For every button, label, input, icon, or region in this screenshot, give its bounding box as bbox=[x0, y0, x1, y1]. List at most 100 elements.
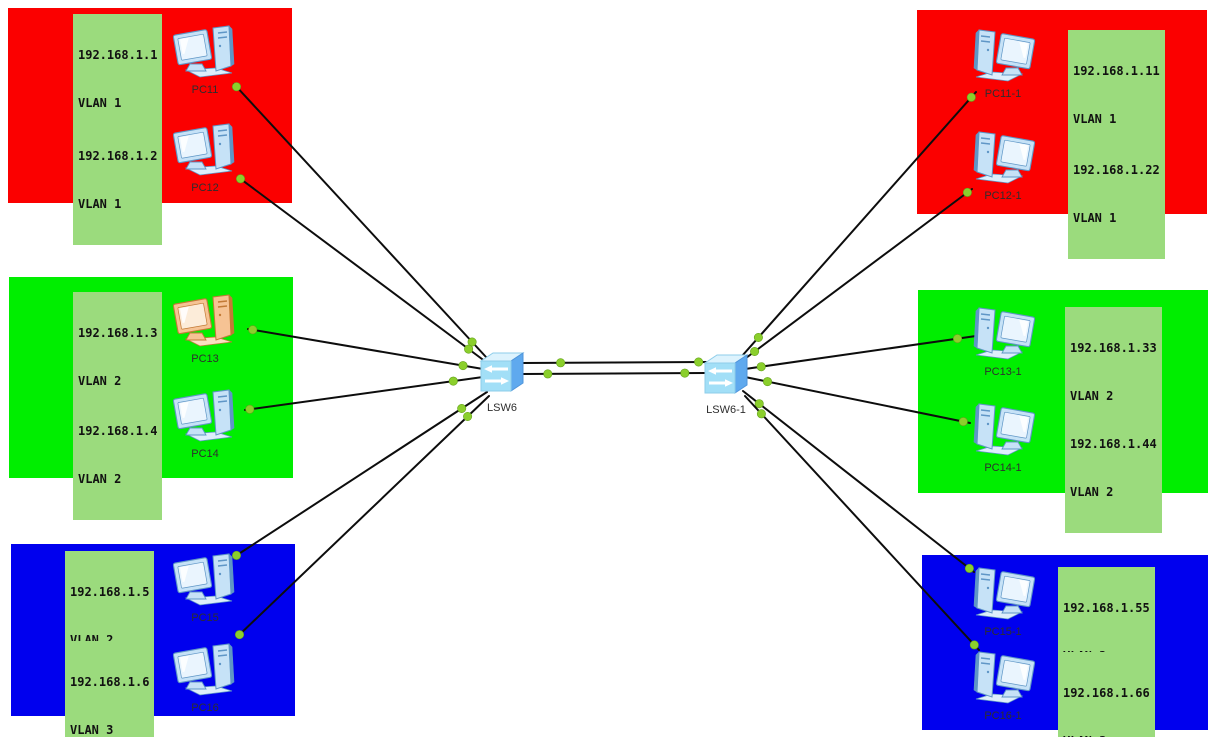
ip-address-text: 192.168.1.66 bbox=[1063, 686, 1150, 700]
port-status-dot bbox=[756, 362, 766, 372]
port-status-dot bbox=[969, 640, 979, 650]
pc-name-label: PC15-1 bbox=[984, 626, 1022, 638]
port-status-dot bbox=[680, 368, 690, 378]
port-status-dot bbox=[753, 332, 763, 342]
pc-icon bbox=[172, 389, 235, 442]
link-PC16-LSW6[interactable] bbox=[236, 395, 490, 638]
port-status-dot bbox=[458, 361, 468, 371]
port-status-dot bbox=[448, 376, 458, 386]
pc-icon bbox=[973, 29, 1036, 82]
port-status-dot bbox=[464, 344, 474, 354]
port-status-dot bbox=[958, 417, 968, 427]
link-PC11-LSW6[interactable] bbox=[233, 83, 487, 358]
pc-node-pc14-1[interactable]: PC14-1 bbox=[970, 402, 1036, 474]
vlan-text: VLAN 3 bbox=[70, 723, 114, 737]
port-status-dot bbox=[556, 358, 566, 368]
vlan-text: VLAN 2 bbox=[78, 472, 122, 486]
vlan-text: VLAN 2 bbox=[1070, 389, 1114, 403]
pc-node-pc16-1[interactable]: PC16-1 bbox=[970, 650, 1036, 722]
pc-icon bbox=[973, 403, 1036, 456]
ip-vlan-label-pc14[interactable]: 192.168.1.4 VLAN 2 bbox=[73, 390, 163, 520]
link-PC15-LSW6[interactable] bbox=[233, 391, 488, 558]
ip-vlan-label-pc16[interactable]: 192.168.1.6 VLAN 3 bbox=[65, 641, 155, 737]
port-status-dot bbox=[952, 334, 962, 344]
pc-icon bbox=[973, 307, 1036, 360]
pc-node-pc15-1[interactable]: PC15-1 bbox=[970, 566, 1036, 638]
link-PC13-1-LSW6-1[interactable] bbox=[744, 335, 977, 370]
pc-name-label: PC15 bbox=[191, 612, 219, 624]
pc-node-pc12-1[interactable]: PC12-1 bbox=[970, 130, 1036, 202]
pc-name-label: PC11-1 bbox=[984, 88, 1022, 100]
port-status-dot bbox=[245, 404, 255, 414]
pc-icon bbox=[172, 25, 235, 78]
ip-vlan-label-pc14-1[interactable]: 192.168.1.44 VLAN 2 bbox=[1065, 403, 1162, 533]
ip-address-text: 192.168.1.4 bbox=[78, 424, 158, 438]
vlan-text: VLAN 3 bbox=[1063, 733, 1150, 737]
ip-vlan-label-pc12[interactable]: 192.168.1.2 VLAN 1 bbox=[73, 115, 163, 245]
pc-node-pc12[interactable]: PC12 bbox=[172, 122, 238, 194]
vlan-text: VLAN 1 bbox=[1073, 112, 1117, 126]
vlan-text: VLAN 1 bbox=[78, 197, 122, 211]
ip-address-text: 192.168.1.33 bbox=[1070, 341, 1157, 355]
link-PC15-1-LSW6-1[interactable] bbox=[742, 390, 975, 573]
pc-icon bbox=[172, 294, 235, 347]
pc-icon bbox=[172, 643, 235, 696]
link-PC13-LSW6[interactable] bbox=[247, 328, 484, 370]
link-LSW6-LSW6-1[interactable] bbox=[521, 361, 707, 364]
switch-node-lsw6-1[interactable]: LSW6-1 bbox=[698, 352, 754, 416]
ip-vlan-label-pc12-1[interactable]: 192.168.1.22 VLAN 1 bbox=[1068, 129, 1165, 259]
ip-address-text: 192.168.1.11 bbox=[1073, 64, 1160, 78]
pc-node-pc13[interactable]: PC13 bbox=[172, 293, 238, 365]
vlan-text: VLAN 1 bbox=[1073, 211, 1117, 225]
port-status-dot bbox=[248, 325, 258, 335]
port-status-dot bbox=[235, 630, 245, 640]
switch-name-label: LSW6 bbox=[487, 402, 517, 414]
pc-node-pc14[interactable]: PC14 bbox=[172, 388, 238, 460]
pc-node-pc16[interactable]: PC16 bbox=[172, 642, 238, 714]
switch-icon bbox=[703, 354, 749, 394]
vlan-text: VLAN 2 bbox=[1070, 485, 1114, 499]
pc-icon bbox=[973, 651, 1036, 704]
link-LSW6-LSW6-1[interactable] bbox=[521, 372, 707, 375]
ip-address-text: 192.168.1.5 bbox=[70, 585, 150, 599]
link-PC11-1-LSW6-1[interactable] bbox=[741, 91, 977, 357]
port-status-dot bbox=[694, 357, 704, 367]
ip-address-text: 192.168.1.55 bbox=[1063, 601, 1150, 615]
pc-name-label: PC16 bbox=[191, 702, 219, 714]
pc-name-label: PC16-1 bbox=[984, 710, 1022, 722]
pc-name-label: PC13-1 bbox=[984, 366, 1022, 378]
vlan-text: VLAN 2 bbox=[78, 374, 122, 388]
ip-vlan-label-pc16-1[interactable]: 192.168.1.66 VLAN 3 bbox=[1058, 652, 1155, 737]
port-status-dot bbox=[756, 409, 766, 419]
pc-name-label: PC14-1 bbox=[984, 462, 1022, 474]
link-PC16-1-LSW6-1[interactable] bbox=[744, 395, 980, 651]
ip-address-text: 192.168.1.44 bbox=[1070, 437, 1157, 451]
port-status-dot bbox=[232, 82, 242, 92]
pc-node-pc13-1[interactable]: PC13-1 bbox=[970, 306, 1036, 378]
pc-icon bbox=[172, 123, 235, 176]
port-status-dot bbox=[232, 550, 242, 560]
port-status-dot bbox=[754, 399, 764, 409]
port-status-dot bbox=[543, 369, 553, 379]
pc-name-label: PC14 bbox=[191, 448, 219, 460]
pc-node-pc11[interactable]: PC11 bbox=[172, 24, 238, 96]
link-PC14-LSW6[interactable] bbox=[244, 376, 484, 411]
port-status-dot bbox=[962, 187, 972, 197]
port-status-dot bbox=[236, 174, 246, 184]
link-PC14-1-LSW6-1[interactable] bbox=[744, 376, 971, 424]
link-PC12-LSW6[interactable] bbox=[237, 176, 487, 363]
link-PC12-1-LSW6-1[interactable] bbox=[741, 188, 973, 362]
pc-icon bbox=[172, 553, 235, 606]
port-status-dot bbox=[762, 377, 772, 387]
switch-name-label: LSW6-1 bbox=[706, 404, 746, 416]
pc-node-pc11-1[interactable]: PC11-1 bbox=[970, 28, 1036, 100]
pc-node-pc15[interactable]: PC15 bbox=[172, 552, 238, 624]
port-status-dot bbox=[750, 346, 760, 356]
ip-address-text: 192.168.1.3 bbox=[78, 326, 158, 340]
switch-node-lsw6[interactable]: LSW6 bbox=[474, 350, 530, 414]
ip-address-text: 192.168.1.1 bbox=[78, 48, 158, 62]
ip-address-text: 192.168.1.6 bbox=[70, 675, 150, 689]
pc-name-label: PC11 bbox=[191, 84, 219, 96]
